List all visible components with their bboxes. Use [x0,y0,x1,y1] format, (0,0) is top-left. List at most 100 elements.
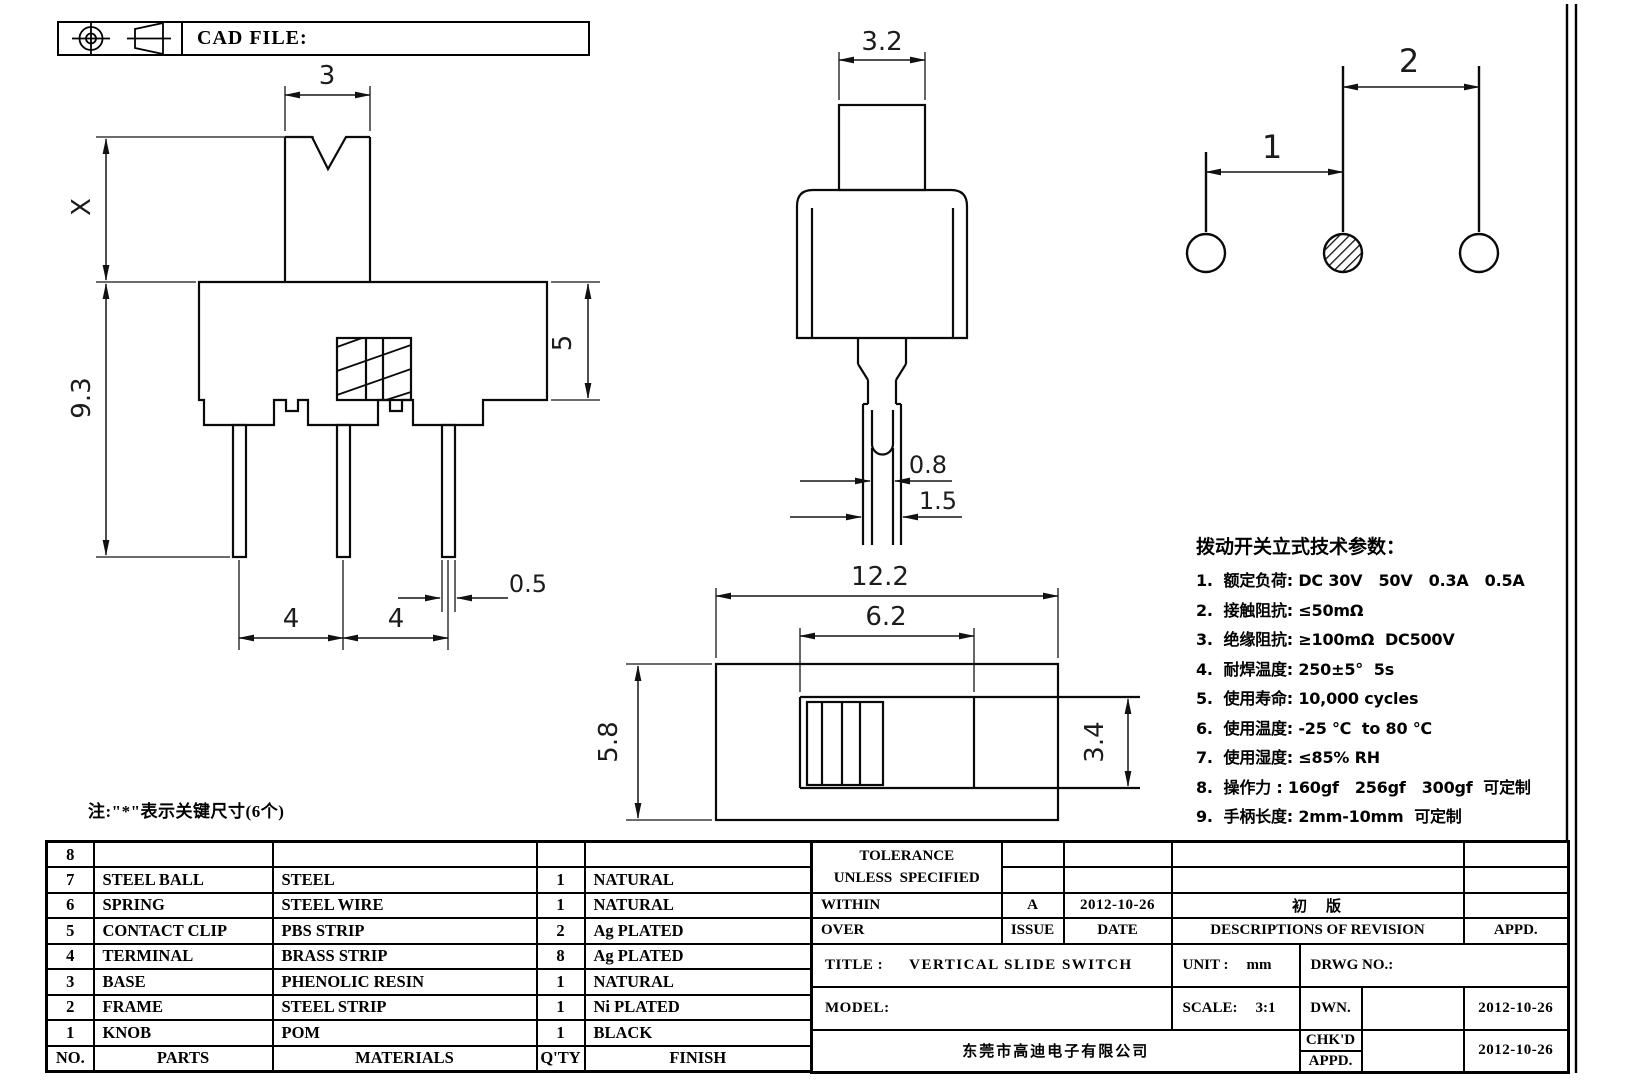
parts-row-8: 8 [45,840,813,868]
parts-cell-material: POM [271,1019,538,1047]
pin-right [440,423,457,559]
cad-file-header: CAD FILE: [57,21,590,56]
parts-cell-qty: 2 [535,917,586,945]
schematic-dimensions [1205,83,1480,176]
parts-header-row: NO. PARTS MATERIALS Q'TY FINISH [45,1044,813,1072]
tech-params-block: 拨动开关立式技术参数： 1. 额定负荷: DC 30V 50V 0.3A 0.5… [1196,532,1568,832]
dim-label-throw-2: 2 [1399,42,1419,80]
third-angle-projection-icon [72,21,171,56]
within-label: WITHIN [810,891,1003,919]
dim-label-body-height: 5 [548,335,578,352]
terminal-circle-left [1185,232,1227,274]
rev-empty-cell [1462,866,1570,894]
dwn-name-cell [1360,985,1465,1031]
parts-cell-name: CONTACT CLIP [92,917,274,945]
parts-cell-no: 4 [45,942,95,970]
parts-cell-no: 7 [45,866,95,894]
tech-param-item: 2. 接触阻抗: ≤50mΩ [1196,600,1364,620]
parts-header-parts: PARTS [92,1044,274,1072]
tech-param-item: 3. 绝缘阻抗: ≥100mΩ DC500V [1196,630,1455,649]
appd-label: APPD. [1462,917,1570,945]
parts-cell-material: STEEL [271,866,538,894]
dim-label-throw-1: 1 [1262,128,1282,166]
chkd-label: CHK'D [1298,1028,1363,1052]
chk-appd-date-value: 2012-10-26 [1462,1028,1570,1074]
parts-cell-no: 6 [45,891,95,919]
title-label: TITLE : [825,956,884,973]
parts-cell-material: STEEL STRIP [271,993,538,1021]
parts-cell-no: 1 [45,1019,95,1047]
dim-label-side-knob-width: 3.2 [861,27,902,57]
revision-appd-value [1462,891,1570,919]
dim-label-top-length: 12.2 [851,562,909,592]
tech-param-item: 7. 使用湿度: ≤85% RH [1196,748,1380,767]
top-view [714,662,1140,822]
parts-cell-qty: 1 [535,1019,586,1047]
tech-param-item: 5. 使用寿命: 10,000 cycles [1196,689,1419,708]
dwn-date-value: 2012-10-26 [1462,985,1570,1031]
parts-cell-qty: 1 [535,866,586,894]
dim-label-side-pin-width: 1.5 [919,487,957,515]
tech-param-item: 8. 操作力 : 160gf 256gf 300gf 可定制 [1196,777,1531,797]
schematic-view [1185,66,1500,274]
appd2-label: APPD. [1298,1050,1363,1074]
revision-date-value: 2012-10-26 [1062,891,1173,919]
tech-param-item: 9. 手柄长度: 2mm-10mm 可定制 [1196,807,1462,826]
parts-cell-name: KNOB [92,1019,274,1047]
parts-row-5: 5 CONTACT CLIP PBS STRIP 2 Ag PLATED [45,917,813,945]
dim-label-knob-width: 3 [319,61,336,91]
drwg-no-label: DRWG NO.: [1298,942,1570,988]
terminal-circle-middle-hatched [1322,232,1364,274]
parts-cell-no: 2 [45,993,95,1021]
parts-cell-no: 8 [45,840,95,868]
issue-label: ISSUE [1000,917,1065,945]
parts-cell-no: 5 [45,917,95,945]
rev-empty-cell [1170,866,1465,894]
front-view [197,135,549,559]
revision-description-value: 初 版 [1170,891,1465,919]
parts-row-7: 7 STEEL BALL STEEL 1 NATURAL [45,866,813,894]
parts-cell-finish: Ag PLATED [583,942,813,970]
parts-cell-finish: NATURAL [583,891,813,919]
dim-label-slot-length: 6.2 [865,602,906,632]
parts-header-finish: FINISH [583,1044,813,1072]
cad-file-label: CAD FILE: [197,27,308,49]
dim-label-pitch-a: 4 [283,604,300,634]
side-view-dimensions [790,52,962,521]
rev-empty-cell [1062,840,1173,868]
parts-header-materials: MATERIALS [271,1044,538,1072]
parts-cell-qty [535,840,586,868]
pin-middle [335,423,352,559]
parts-cell-qty: 8 [535,942,586,970]
rev-empty-cell [1000,866,1065,894]
descriptions-label: DESCRIPTIONS OF REVISION [1170,917,1465,945]
rev-empty-cell [1462,840,1570,868]
tolerance-line2: UNLESS SPECIFIED [833,870,980,887]
scale-cell: SCALE:3:1 [1170,985,1301,1031]
projection-symbols [59,21,183,56]
dim-label-pin-width: 0.5 [509,570,547,598]
parts-cell-qty: 1 [535,968,586,996]
parts-cell-name: STEEL BALL [92,866,274,894]
parts-row-6: 6 SPRING STEEL WIRE 1 NATURAL [45,891,813,919]
top-view-dimensions [626,588,1132,821]
dim-label-knob-height: X [67,198,97,216]
dim-label-top-width: 5.8 [594,721,624,762]
dim-label-total-height: 9.3 [67,377,97,418]
over-label: OVER [810,917,1003,945]
parts-cell-finish: NATURAL [583,866,813,894]
dim-label-fork-gap: 0.8 [909,451,947,479]
parts-cell-material [271,840,538,868]
side-view [795,103,969,545]
parts-row-3: 3 BASE PHENOLIC RESIN 1 NATURAL [45,968,813,996]
parts-cell-material: PHENOLIC RESIN [271,968,538,996]
pin-left [231,423,248,559]
parts-cell-name: BASE [92,968,274,996]
parts-cell-finish: BLACK [583,1019,813,1047]
dim-label-slot-width: 3.4 [1080,721,1110,762]
parts-cell-name: SPRING [92,891,274,919]
company-name: 东莞市高迪电子有限公司 [810,1028,1301,1074]
